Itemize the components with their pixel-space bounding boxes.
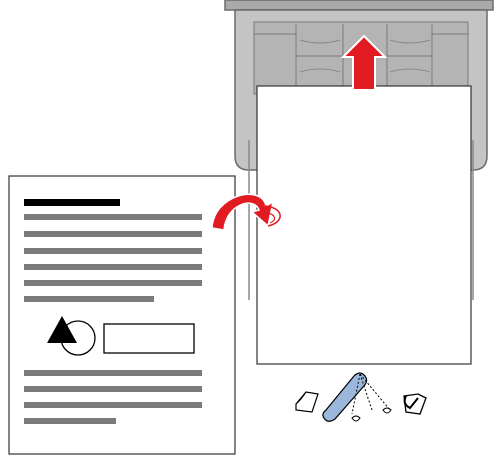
curved-flip-arrow-icon [211,193,281,231]
tray-side-edges [248,140,474,300]
figure-triangle [47,316,77,343]
paper-curl-icon [295,391,319,413]
document-figure [47,316,195,356]
document-title-bar [24,199,120,206]
document-sheet [8,175,236,455]
tray-guide-details [299,39,431,73]
flatten-tool-icon [322,372,392,422]
tray-lip [224,0,494,11]
document-text-lines-bottom [24,370,202,424]
paper-curl-corrected-icon [403,393,427,415]
paper-in-tray [256,85,472,365]
figure-rectangle [103,323,195,354]
document-text-lines-top [24,214,202,302]
push-up-arrow-icon [340,34,388,91]
